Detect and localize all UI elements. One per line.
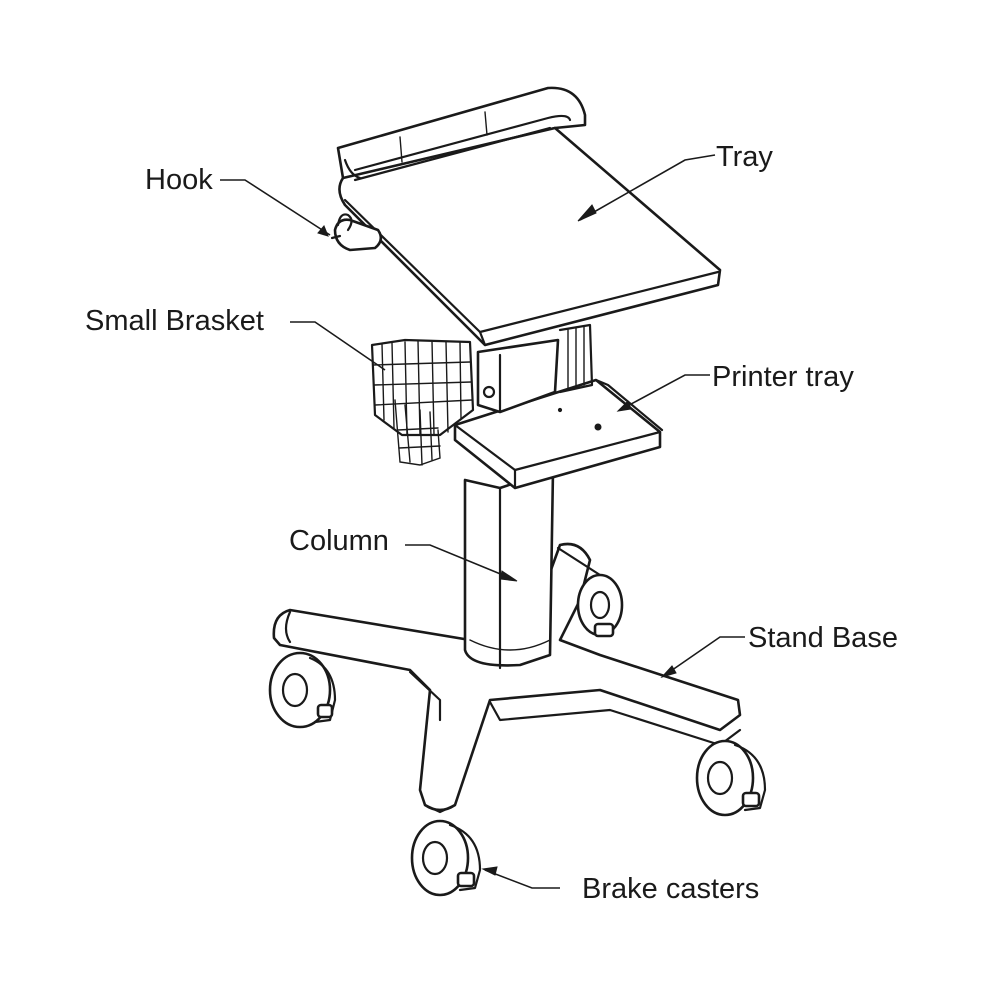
hook-arrow-icon xyxy=(317,225,329,237)
label-stand-base: Stand Base xyxy=(748,622,898,654)
column-arrow-icon xyxy=(499,570,518,582)
caster-front xyxy=(410,819,482,897)
small-basket xyxy=(370,338,475,466)
label-column: Column xyxy=(289,525,389,557)
caster-left xyxy=(268,651,337,729)
hook-leader xyxy=(220,179,331,236)
stand-base-arrow-icon xyxy=(660,665,677,678)
leader-lines xyxy=(220,154,745,889)
label-printer-tray: Printer tray xyxy=(712,361,854,393)
caster-right xyxy=(695,739,767,817)
printer-tray-arrow-icon xyxy=(616,400,632,412)
hook xyxy=(330,213,383,252)
printer-tray xyxy=(453,378,664,490)
label-tray: Tray xyxy=(716,141,773,173)
basket-leader xyxy=(290,321,386,371)
printer-tray-leader xyxy=(619,374,710,411)
stand-base-leader xyxy=(664,636,745,676)
brake-casters-leader xyxy=(484,869,560,889)
tray-bracket xyxy=(476,323,594,414)
label-small-basket: Small Brasket xyxy=(85,305,264,337)
column-leader xyxy=(405,544,516,581)
brake-casters-arrow-icon xyxy=(481,866,498,876)
tray-arrow-icon xyxy=(577,204,597,222)
label-hook: Hook xyxy=(145,164,213,196)
main-tray xyxy=(336,86,722,347)
arrow-heads xyxy=(317,204,677,876)
column xyxy=(463,468,555,670)
tray-leader xyxy=(579,154,716,221)
caster-back xyxy=(576,573,624,638)
label-brake-casters: Brake casters xyxy=(582,873,760,905)
